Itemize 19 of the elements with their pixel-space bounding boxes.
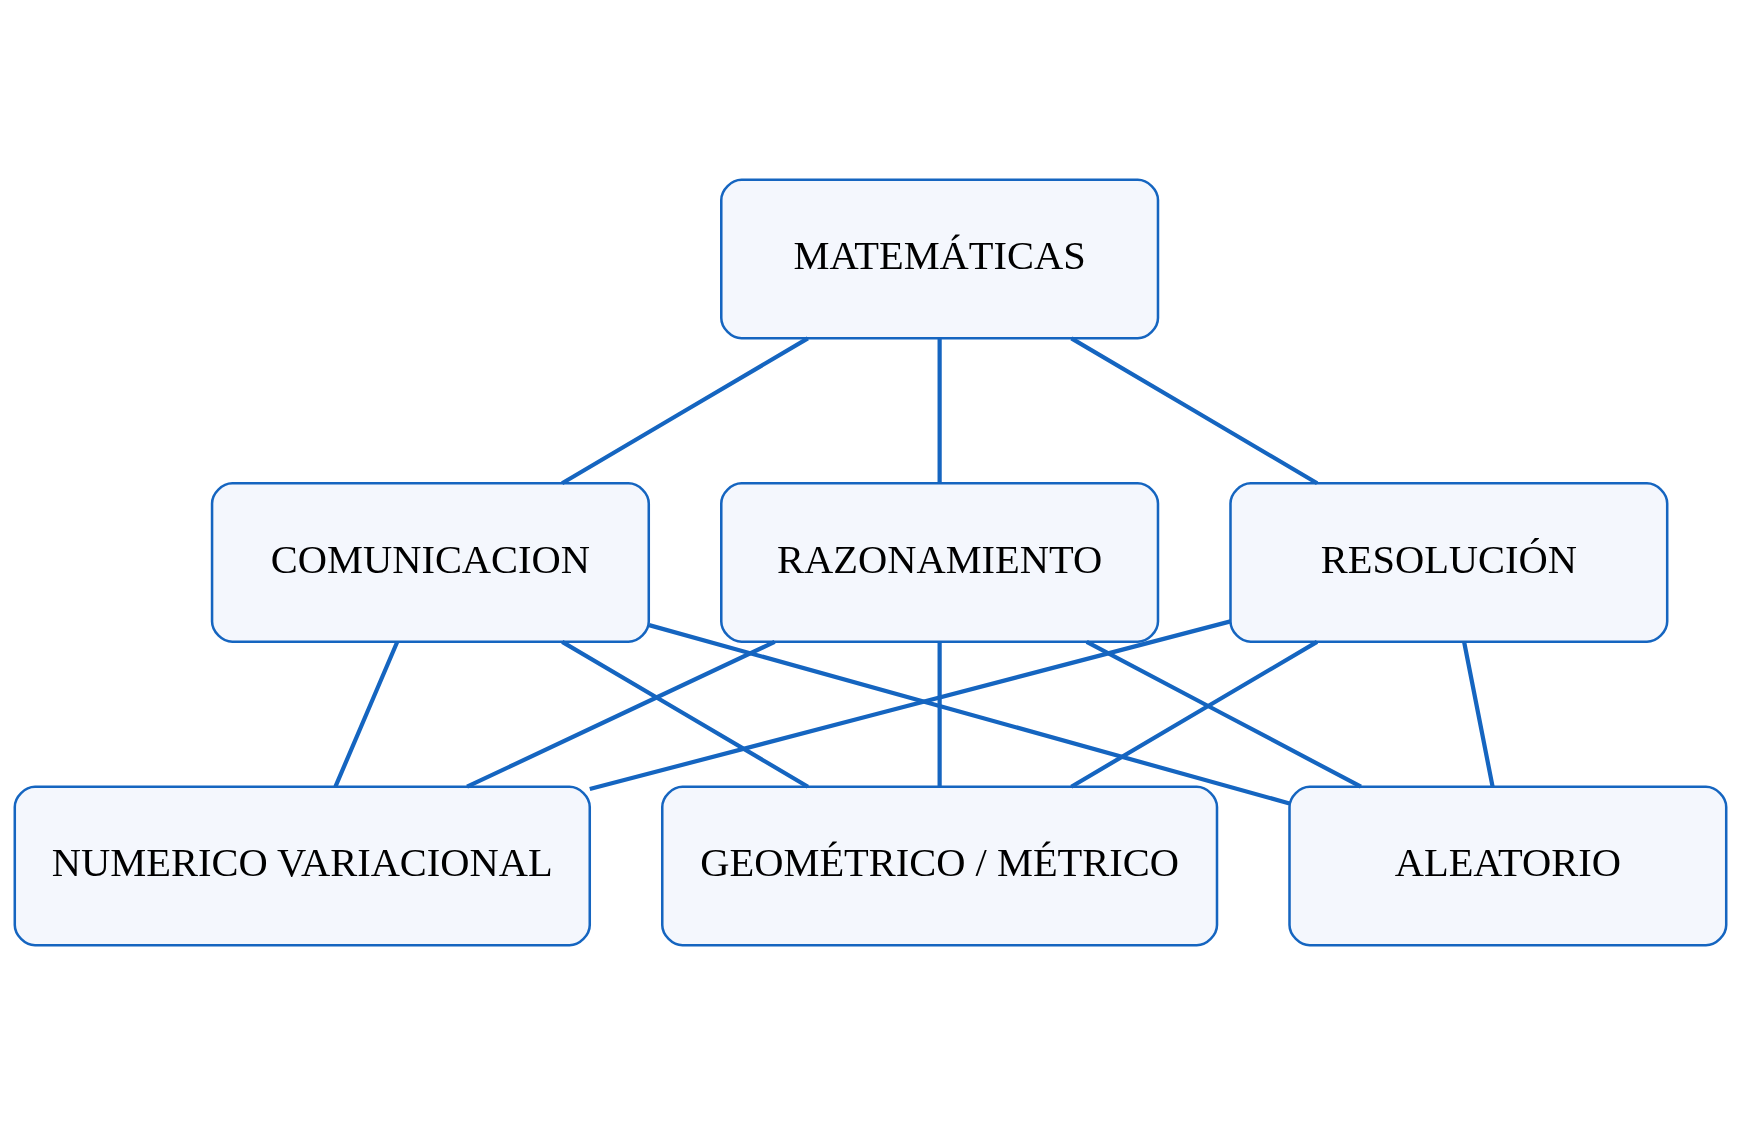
connector bbox=[561, 336, 809, 485]
connector bbox=[648, 623, 1291, 806]
node-box: MATEMÁTICAS bbox=[720, 178, 1160, 340]
connector bbox=[1070, 640, 1319, 789]
connector bbox=[333, 641, 400, 788]
node-box: COMUNICACION bbox=[210, 482, 651, 643]
connector bbox=[589, 619, 1232, 792]
connector bbox=[466, 639, 776, 789]
node-box: RAZONAMIENTO bbox=[720, 482, 1160, 643]
node-box: RESOLUCIÓN bbox=[1229, 482, 1669, 643]
connector bbox=[937, 642, 942, 787]
connector bbox=[937, 338, 942, 484]
connector bbox=[1085, 640, 1362, 789]
node-box: ALEATORIO bbox=[1288, 785, 1728, 947]
node-box: NUMERICO VARIACIONAL bbox=[13, 785, 592, 947]
connector bbox=[1462, 641, 1495, 788]
node-box: GEOMÉTRICO / MÉTRICO bbox=[661, 785, 1219, 947]
connector bbox=[561, 640, 809, 789]
connector bbox=[1070, 336, 1319, 485]
